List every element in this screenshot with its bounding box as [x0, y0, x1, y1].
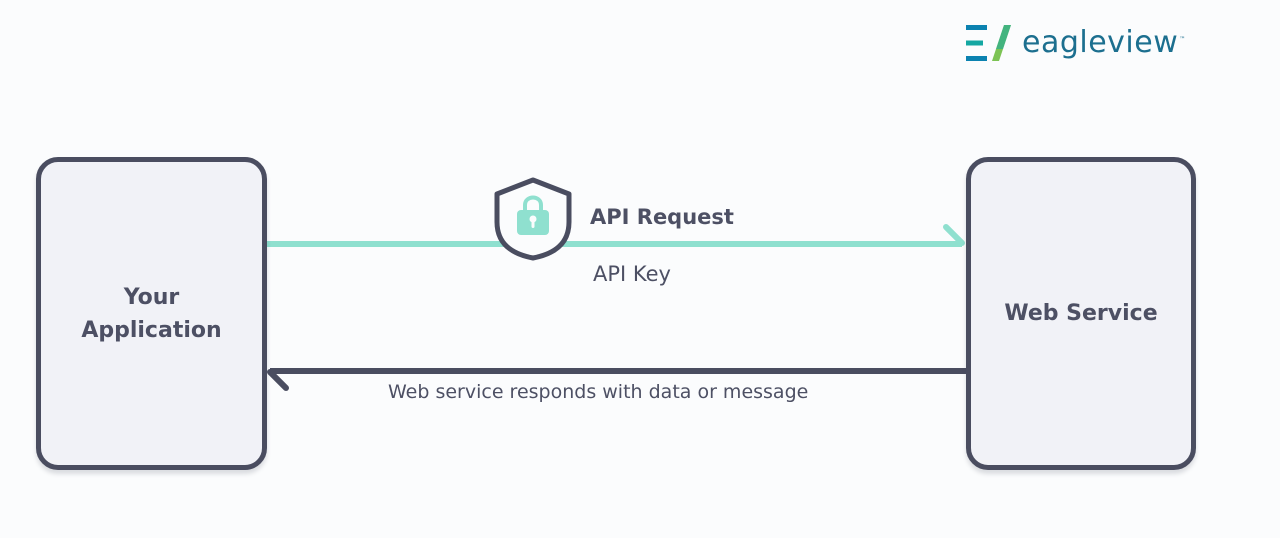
api-request-label: API Request: [590, 205, 734, 229]
your-application-box: Your Application: [36, 157, 267, 470]
trademark-symbol: ™: [1179, 36, 1186, 43]
api-key-label: API Key: [593, 262, 671, 286]
response-arrow-head: [267, 369, 289, 391]
request-arrow-head: [943, 224, 965, 246]
eagleview-logo-text: eagleview: [1022, 25, 1179, 60]
eagleview-logo: eagleview ™: [966, 22, 1185, 64]
response-label: Web service responds with data or messag…: [388, 381, 809, 403]
eagleview-logo-mark: [966, 25, 1011, 61]
your-application-label: Your Application: [81, 284, 222, 343]
web-service-label: Web Service: [1004, 301, 1158, 326]
web-service-box: Web Service: [966, 157, 1196, 470]
shield-lock-icon: [494, 177, 572, 261]
